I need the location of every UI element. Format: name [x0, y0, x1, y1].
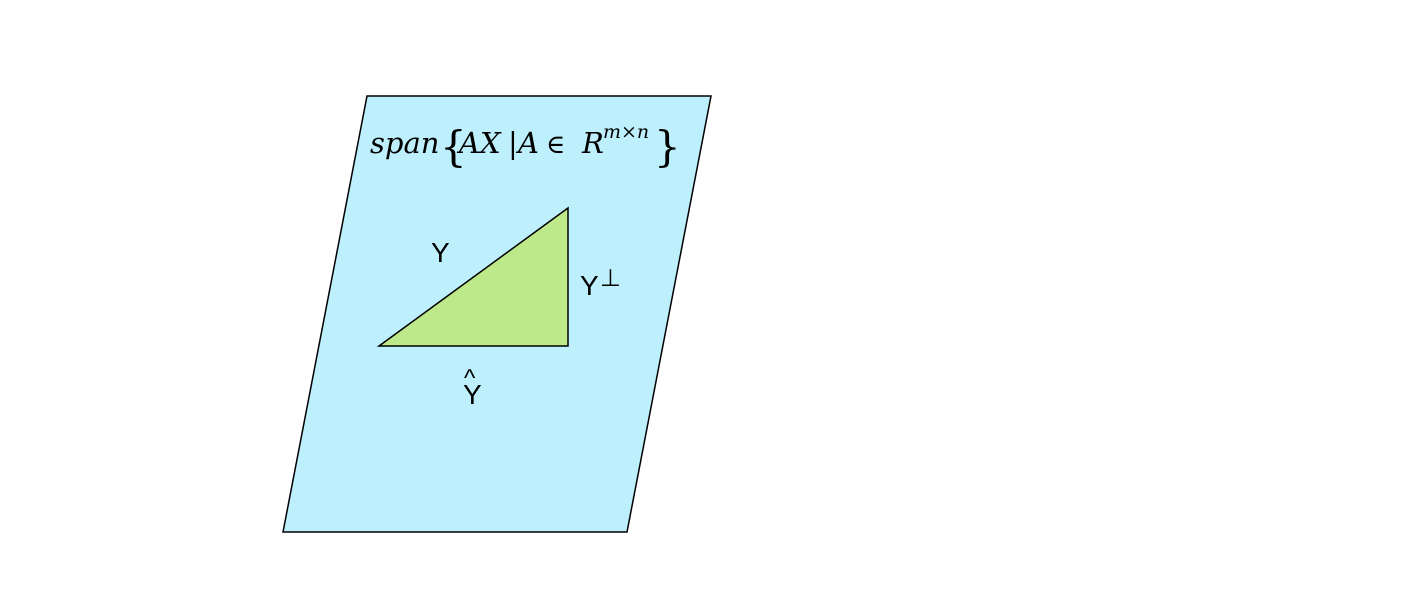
ax-term: AX — [456, 126, 502, 160]
perp-superscript: ⊥ — [600, 265, 621, 292]
y-vector-label: Y — [431, 237, 450, 268]
close-brace: } — [654, 122, 681, 171]
y-perp-label: Y — [580, 270, 599, 301]
y-hat-label: Y — [463, 379, 482, 410]
span-word: span — [370, 126, 439, 160]
element-of-symbol: ∈ — [546, 130, 565, 160]
dimension-exponent: m×n — [603, 121, 649, 143]
a-term: A — [515, 126, 539, 160]
hat-accent: ^ — [464, 365, 476, 392]
projection-triangle — [376, 206, 569, 347]
such-that-bar: | — [508, 126, 518, 160]
r-term: R — [581, 126, 604, 160]
open-brace: { — [440, 122, 467, 171]
span-label: span { AX | A ∈ R m×n } — [370, 121, 681, 171]
